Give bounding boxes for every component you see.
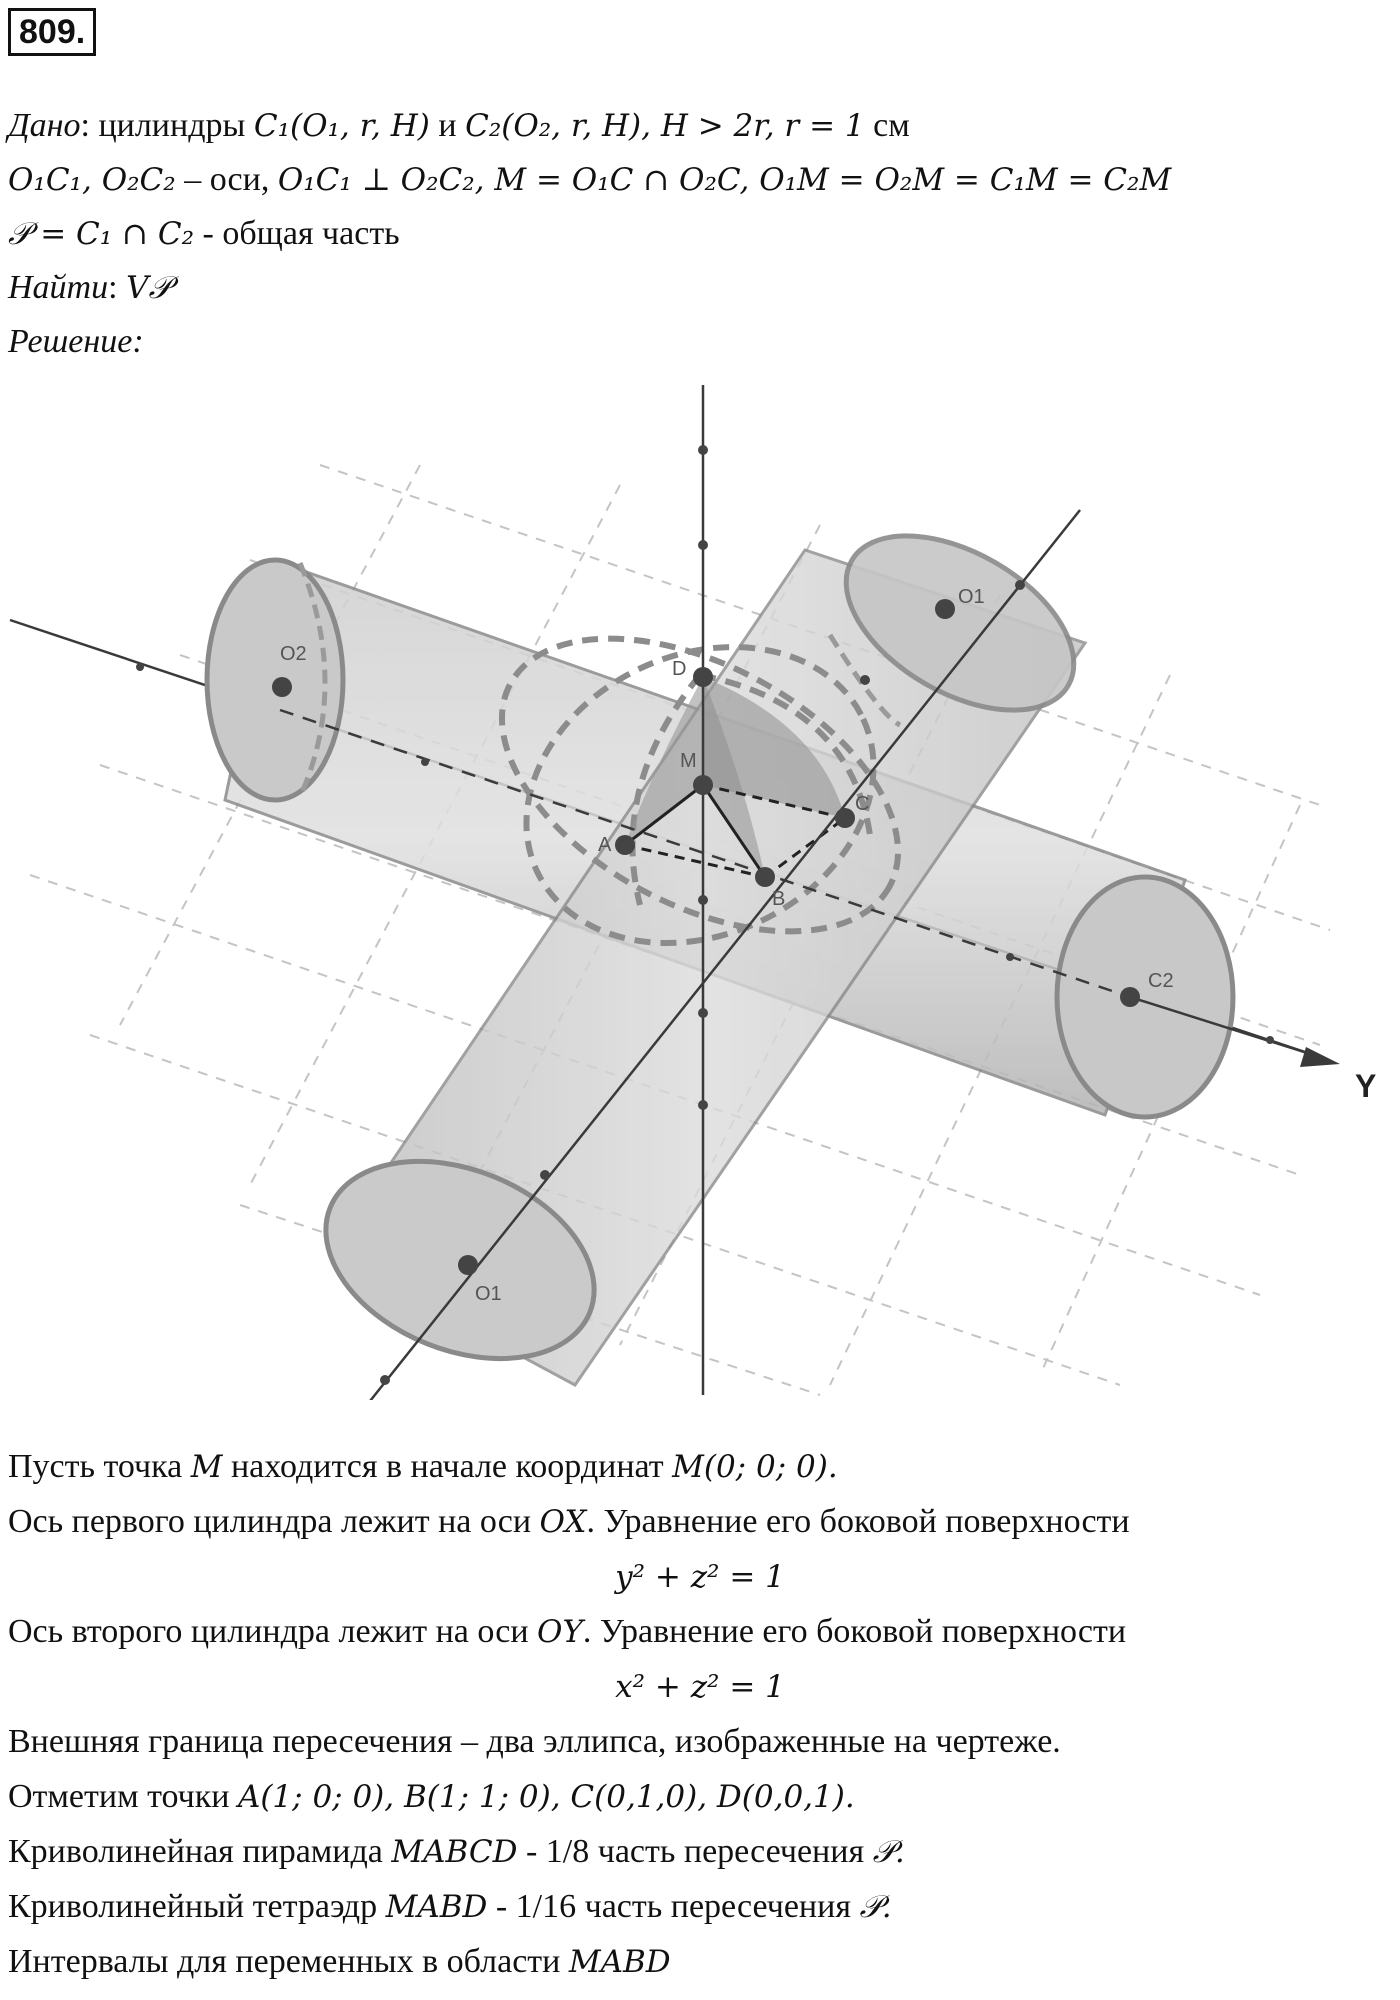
given-axes: O₁C₁, O₂C₂: [8, 162, 176, 198]
given-line-3: 𝒫 = C₁ ∩ C₂ - общая часть: [8, 212, 400, 256]
given-axes-text: – оси,: [184, 161, 270, 198]
p8-math: MABD: [568, 1944, 671, 1980]
eq1: y² + z² = 1: [615, 1559, 785, 1595]
p1-text2: находится в начале координат: [230, 1448, 664, 1485]
p1-m: M: [190, 1449, 223, 1485]
x-axis-line: [369, 509, 1081, 1400]
y-axis-label: Y: [1355, 1068, 1376, 1104]
point-d: [693, 667, 713, 687]
given-relations: O₁C₁ ⊥ O₂C₂, M = O₁C ∩ O₂C, O₁M = O₂M = …: [277, 162, 1172, 198]
label-o1-near: O1: [475, 1283, 502, 1305]
given-line-2: O₁C₁, O₂C₂ – оси, O₁C₁ ⊥ O₂C₂, M = O₁C ∩…: [8, 158, 1171, 202]
p1-text: Пусть точка: [8, 1448, 183, 1485]
problem-number: 809.: [8, 8, 97, 56]
p7-text: Криволинейный тетраэдр: [8, 1888, 378, 1925]
para-origin: Пусть точка M находится в начале координ…: [8, 1445, 838, 1489]
p3-text2: . Уравнение его боковой поверхности: [582, 1613, 1127, 1650]
eq2: x² + z² = 1: [615, 1669, 785, 1705]
p2-text: Ось первого цилиндра лежит на оси: [8, 1503, 532, 1540]
p7-math2: 𝒫.: [859, 1889, 892, 1925]
point-m: [693, 775, 713, 795]
given-math-c2: C₂(O₂, r, H), H > 2r, r = 1: [465, 108, 865, 144]
eq1-line: y² + z² = 1: [0, 1555, 1400, 1599]
p3-text: Ось второго цилиндра лежит на оси: [8, 1613, 529, 1650]
c2-right-base: [1054, 874, 1236, 1120]
label-m: M: [680, 750, 697, 772]
find-line: Найти: V𝒫: [8, 269, 171, 306]
label-o1-far: O1: [958, 586, 985, 608]
p8-text: Интервалы для переменных в области: [8, 1943, 561, 1980]
points: [272, 599, 1140, 1275]
point-o1-far: [935, 599, 955, 619]
axis-ticks: [136, 445, 1274, 1385]
para-pyramid: Криволинейная пирамида MABCD - 1/8 часть…: [8, 1830, 905, 1874]
given-intersection: 𝒫 = C₁ ∩ C₂: [8, 216, 195, 252]
given-text: цилиндры: [98, 107, 246, 144]
given-unit: см: [873, 107, 910, 144]
intersection-ellipses: [498, 635, 902, 946]
p7-text2: - 1/16 часть пересечения: [495, 1888, 851, 1925]
para-cyl2: Ось второго цилиндра лежит на оси OY. Ур…: [8, 1610, 1126, 1654]
given-label: Дано: [8, 107, 81, 144]
label-b: B: [772, 888, 785, 910]
point-a: [615, 835, 635, 855]
point-o2: [272, 677, 292, 697]
p6-math2: 𝒫.: [872, 1834, 905, 1870]
para-cyl1: Ось первого цилиндра лежит на оси OX. Ур…: [8, 1500, 1130, 1544]
para-intervals: Интервалы для переменных в области MABD: [8, 1940, 671, 1984]
point-c2: [1120, 987, 1140, 1007]
p6-text2: - 1/8 часть пересечения: [525, 1833, 865, 1870]
p1-math: M(0; 0; 0).: [672, 1449, 838, 1485]
label-o2: O2: [280, 643, 307, 665]
point-o1-near: [458, 1255, 478, 1275]
solution-label-text: Решение: [8, 323, 133, 360]
point-b: [755, 867, 775, 887]
cylinders-figure: Z Y X O2 C2 O1 O1 D M A C B: [9, 385, 1376, 1400]
given-and: и: [438, 107, 457, 144]
point-c: [835, 808, 855, 828]
p2-math: OX: [539, 1504, 587, 1540]
p6-math: MABCD: [391, 1834, 518, 1870]
p5-math: A(1; 0; 0), B(1; 1; 0), C(0,1,0), D(0,0,…: [237, 1779, 855, 1815]
pyramid-mabcd: [624, 677, 846, 879]
p7-math: MABD: [385, 1889, 488, 1925]
label-c2: C2: [1148, 970, 1174, 992]
p4-text: Внешняя граница пересечения – два эллипс…: [8, 1723, 1061, 1760]
find-label: Найти: [8, 269, 109, 306]
c1-far-base: [843, 533, 1077, 713]
para-points: Отметим точки A(1; 0; 0), B(1; 1; 0), C(…: [8, 1775, 855, 1819]
label-c: C: [855, 793, 869, 815]
eq2-line: x² + z² = 1: [0, 1665, 1400, 1709]
p5-text: Отметим точки: [8, 1778, 230, 1815]
solution-label: Решение:: [8, 323, 144, 360]
given-line-1: Дано: цилиндры C₁(O₁, r, H) и C₂(O₂, r, …: [8, 107, 910, 144]
para-tetrahedron: Криволинейный тетраэдр MABD - 1/16 часть…: [8, 1885, 892, 1929]
given-math-c1: C₁(O₁, r, H): [253, 108, 430, 144]
p3-math: OY: [537, 1614, 583, 1650]
label-a: A: [598, 834, 612, 856]
given-intersection-text: - общая часть: [202, 215, 400, 252]
y-axis-arrow: [1300, 1047, 1340, 1067]
find-math: V𝒫: [126, 270, 171, 306]
para-ellipses: Внешняя граница пересечения – два эллипс…: [8, 1720, 1061, 1764]
label-d: D: [672, 658, 686, 680]
cylinder-c1: [323, 533, 1088, 1387]
p2-text2: . Уравнение его боковой поверхности: [586, 1503, 1130, 1540]
y-axis-dashed: [279, 708, 1131, 999]
p6-text: Криволинейная пирамида: [8, 1833, 383, 1870]
